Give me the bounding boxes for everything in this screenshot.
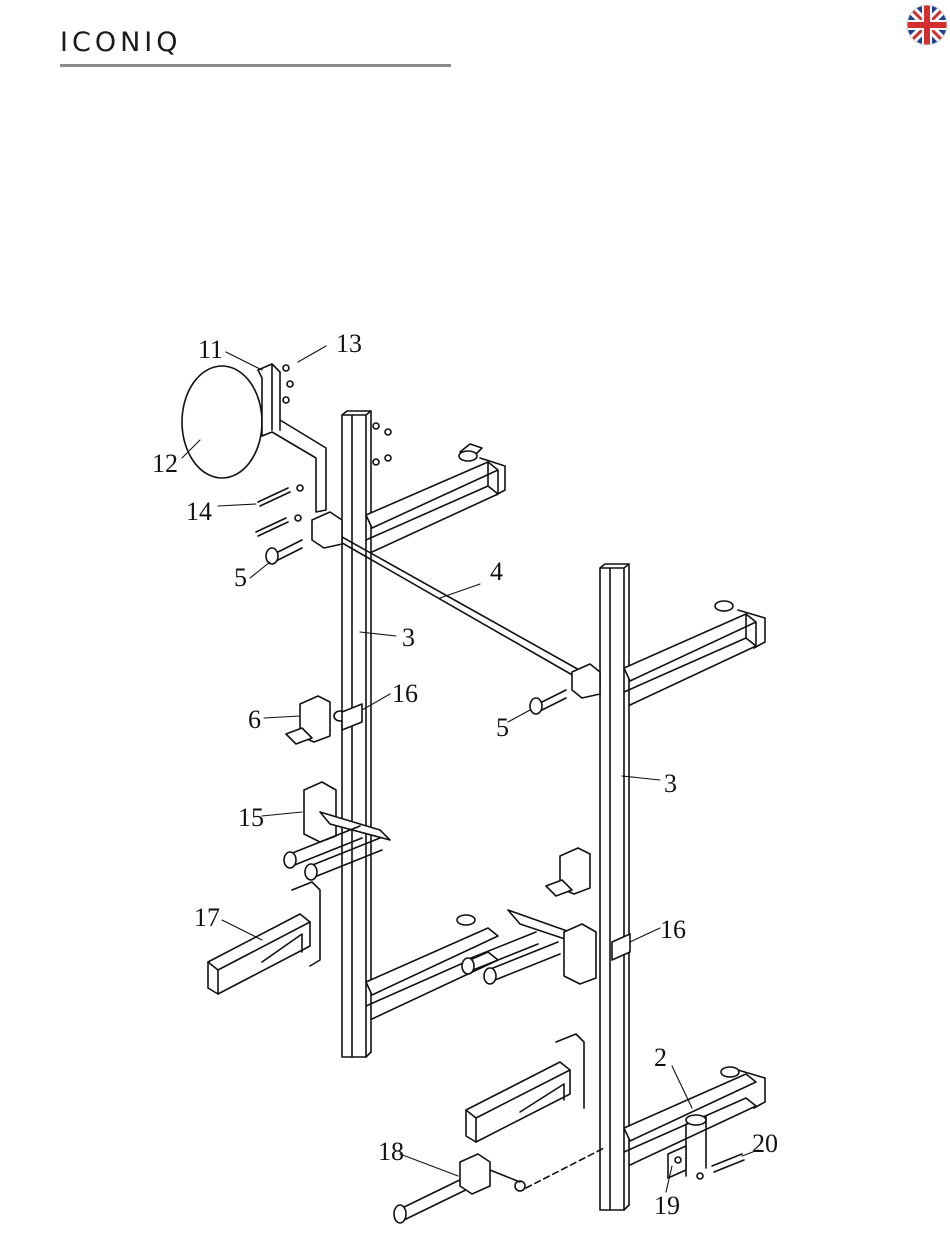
callout-4: 4: [490, 557, 503, 586]
wall-arm-middle-left: [366, 915, 498, 1019]
callout-19: 19: [654, 1191, 680, 1220]
callout-13: 13: [336, 329, 362, 358]
callout-20: 20: [752, 1129, 778, 1158]
dip-station-lower: [462, 910, 596, 984]
callout-18: 18: [378, 1137, 404, 1166]
callout-2: 2: [654, 1043, 667, 1072]
callout-15: 15: [238, 803, 264, 832]
callout-16-lower: 16: [660, 915, 686, 944]
callout-12: 12: [152, 449, 178, 478]
callout-6: 6: [248, 705, 261, 734]
landmine-attachment: [394, 1148, 604, 1223]
bolts: [256, 485, 303, 536]
callout-5-lower: 5: [496, 713, 509, 742]
j-hook-right: [546, 848, 590, 896]
callout-5-upper: 5: [234, 563, 247, 592]
callout-16-upper: 16: [392, 679, 418, 708]
wall-arm-upper-right: [624, 601, 765, 705]
callout-14: 14: [186, 497, 212, 526]
callout-11: 11: [198, 335, 223, 364]
upright-left: [342, 411, 371, 1057]
spotter-arm-left: [208, 882, 320, 994]
callout-3-left: 3: [402, 623, 415, 652]
plate-post: [668, 1115, 744, 1179]
callout-3-right: 3: [664, 769, 677, 798]
spotter-arm-right: [466, 1034, 584, 1142]
upright-right: [600, 564, 629, 1210]
callout-17: 17: [194, 903, 220, 932]
dip-station-upper: [284, 782, 390, 880]
j-hook-left: [286, 696, 346, 744]
pin-lower: [530, 690, 566, 714]
pin-upper: [266, 540, 302, 564]
